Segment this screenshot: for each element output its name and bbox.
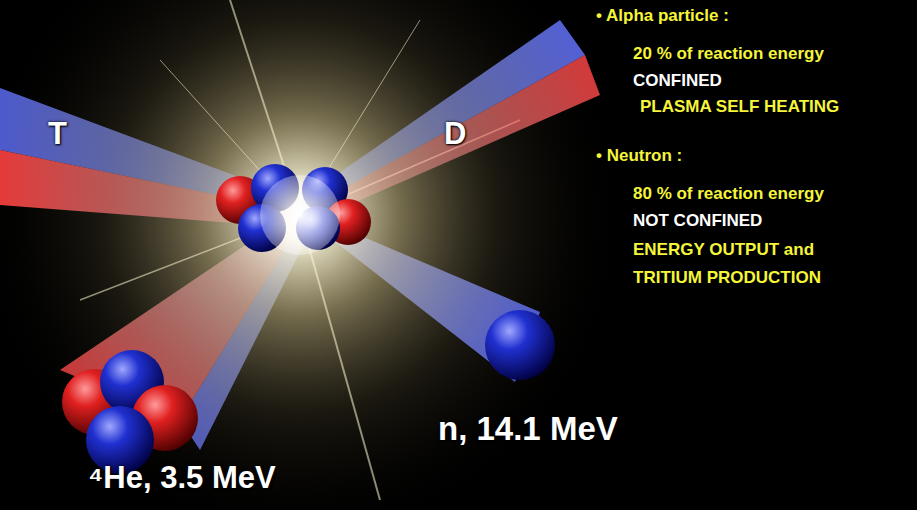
role-label: TRITIUM PRODUCTION [633, 268, 821, 288]
energy-label: 80 % of reaction energy [633, 184, 824, 204]
role-label: PLASMA SELF HEATING [640, 97, 839, 117]
energy-label: 20 % of reaction energy [633, 44, 824, 64]
heading-label: • Neutron : [596, 146, 682, 166]
particle-label: D [444, 116, 466, 152]
role-label: ENERGY OUTPUT and [633, 240, 814, 260]
particle-label: T [48, 116, 67, 152]
status-label: CONFINED [633, 71, 722, 91]
status-label: NOT CONFINED [633, 211, 762, 231]
particle-energy-label: ⁴He, 3.5 MeV [88, 460, 276, 496]
heading-label: • Alpha particle : [596, 6, 729, 26]
particle-energy-label: n, 14.1 MeV [438, 410, 618, 448]
